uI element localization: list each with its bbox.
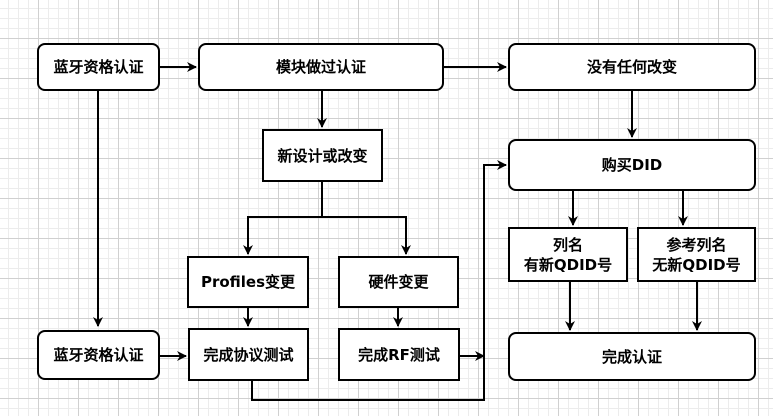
node-protocol-test: 完成协议测试 xyxy=(188,328,309,381)
node-new-design: 新设计或改变 xyxy=(262,129,383,182)
node-reference-listing: 参考列名 无新QDID号 xyxy=(637,227,756,282)
node-listing-new-qdid: 列名 有新QDID号 xyxy=(508,227,628,282)
node-hardware-change: 硬件变更 xyxy=(338,256,459,308)
node-buy-did: 购买DID xyxy=(508,139,756,191)
node-complete-certification: 完成认证 xyxy=(508,332,756,381)
node-bt-qualification-bottom: 蓝牙资格认证 xyxy=(37,330,160,380)
edge-newdesign-split xyxy=(247,182,323,254)
node-profiles-change: Profiles变更 xyxy=(187,256,309,308)
edge-newdesign-to-hardware xyxy=(322,216,411,255)
node-bt-qualification-top: 蓝牙资格认证 xyxy=(37,43,160,91)
node-no-change: 没有任何改变 xyxy=(508,43,756,91)
node-rf-test: 完成RF测试 xyxy=(338,328,460,381)
edge-protocol-to-buydid xyxy=(251,160,507,401)
node-module-certified: 模块做过认证 xyxy=(198,43,444,91)
